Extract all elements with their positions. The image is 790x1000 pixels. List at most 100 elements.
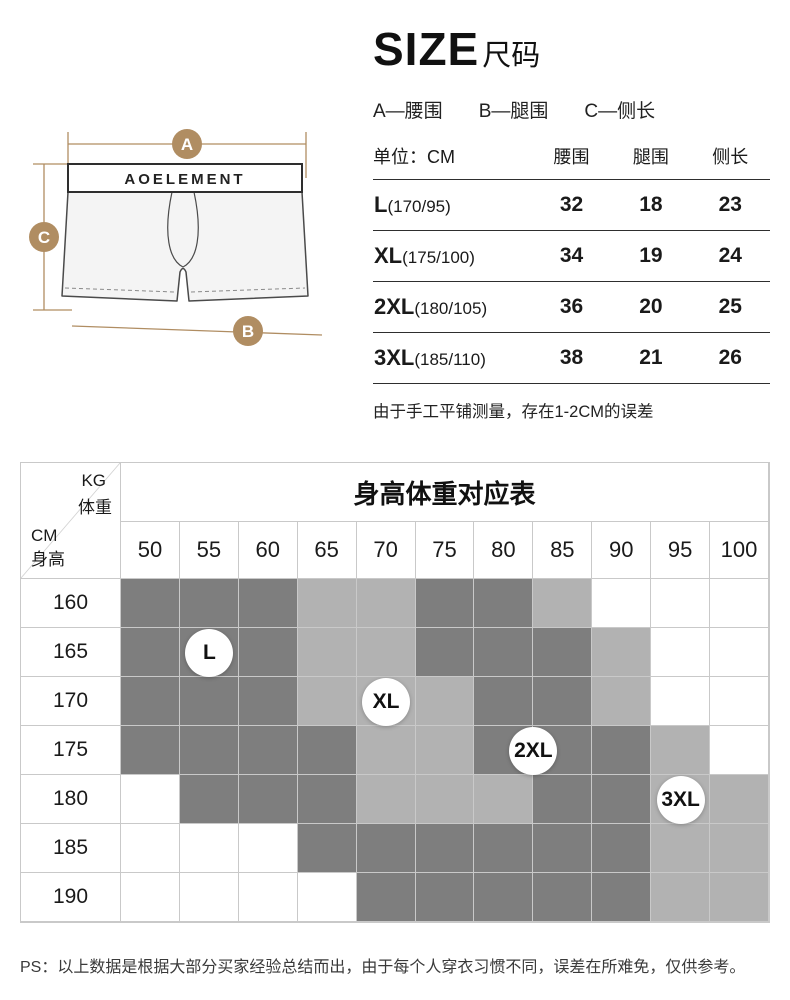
matrix-cell [356,726,416,775]
waist-value: 32 [531,179,612,231]
matrix-cell [651,677,711,726]
weight-header-cell: 70 [356,522,416,579]
matrix-cell [297,579,357,628]
matrix-cell [415,873,475,922]
matrix-cell [592,726,652,775]
matrix-cell [121,824,180,873]
legend-b: B—腿围 [478,101,549,122]
matrix-cell [651,628,711,677]
weight-header-cell: 60 [238,522,298,579]
leg-value: 19 [611,230,691,282]
matrix-cell [651,579,711,628]
weight-header-cell: 50 [121,522,180,579]
waist-value: 34 [531,230,612,282]
matrix-cell [297,775,357,824]
matrix-cell [297,677,357,726]
col-header-waist: 腰围 [531,139,612,180]
corner-height-label: 身高 [31,550,65,569]
matrix-cell [592,579,652,628]
matrix-cell [179,873,239,922]
col-header-leg: 腿围 [611,139,691,180]
matrix-cell [474,579,534,628]
measure-note: 由于手工平铺测量，存在1-2CM的误差 [373,403,654,421]
matrix-cell [297,824,357,873]
side-value: 23 [690,179,770,231]
size-info-column: SIZE 尺码 A—腰围 B—腿围 C—侧长 单位：CM 腰围 腿围 侧长 L(… [355,18,770,422]
matrix-cell [356,628,416,677]
matrix-cell [179,775,239,824]
matrix-cell [592,873,652,922]
matrix-cell [179,824,239,873]
waist-value: 36 [531,281,612,333]
matrix-cell [710,873,769,922]
label-a-badge: A [172,129,202,159]
size-name-cell: 2XL(180/105) [373,281,532,333]
matrix-cell [356,775,416,824]
matrix-cell [238,775,298,824]
matrix-cell [651,824,711,873]
height-header-cell: 180 [21,775,121,824]
top-section: AOELEMENT A C B [20,18,770,422]
corner-weight-label: 体重 [78,498,112,517]
matrix-cell [415,775,475,824]
matrix-cell [415,628,475,677]
legend-c: C—侧长 [584,101,656,122]
matrix-cell [121,579,180,628]
weight-header-cell: 75 [415,522,475,579]
side-value: 26 [690,332,770,384]
size-badge-3xl: 3XL [656,775,705,824]
matrix-cell [121,677,180,726]
size-name-cell: XL(175/100) [373,230,532,282]
weight-header-cell: 80 [474,522,534,579]
matrix-cell [533,824,593,873]
matrix-cell [533,873,593,922]
matrix-cell [474,677,534,726]
matrix-cell [474,824,534,873]
height-header-cell: 165 [21,628,121,677]
label-b-badge: B [233,316,263,346]
height-header-cell: 170 [21,677,121,726]
matrix-cell [238,824,298,873]
weight-header-cell: 100 [710,522,769,579]
matrix-cell [238,579,298,628]
matrix-cell [238,677,298,726]
matrix-title: 身高体重对应表 [121,463,769,522]
product-diagram: AOELEMENT A C B [20,18,355,422]
matrix-cell [533,775,593,824]
matrix-cell [356,579,416,628]
matrix-cell [533,677,593,726]
matrix-cell [710,824,769,873]
matrix-cell [415,726,475,775]
size-badge-l: L [185,628,234,677]
height-header-cell: 185 [21,824,121,873]
matrix-cell [415,824,475,873]
measure-legend: A—腰围 B—腿围 C—侧长 [373,96,770,123]
matrix-cell [474,628,534,677]
matrix-cell [533,579,593,628]
axis-corner-cell: KG 体重 CM 身高 [21,463,121,579]
weight-header-cell: 55 [179,522,239,579]
leg-value: 20 [611,281,691,333]
matrix-cell [533,628,593,677]
matrix-cell [710,579,769,628]
size-badge-xl: XL [362,677,411,726]
matrix-cell [592,628,652,677]
height-header-cell: 160 [21,579,121,628]
matrix-cell [238,873,298,922]
side-value: 25 [690,281,770,333]
matrix-cell [356,873,416,922]
svg-text:A: A [181,135,193,154]
matrix-cell [297,873,357,922]
unit-header: 单位：CM [373,139,532,180]
matrix-cell [179,726,239,775]
title-size-en: SIZE [373,23,480,75]
waistband: AOELEMENT [67,163,303,193]
measure-b-line [71,325,323,336]
matrix-cell [297,628,357,677]
